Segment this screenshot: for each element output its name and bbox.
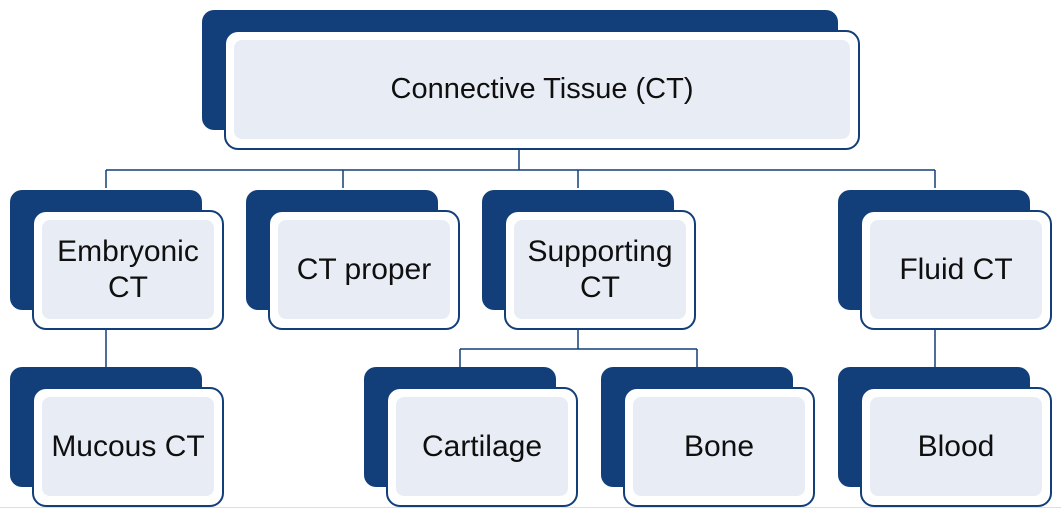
node-supporting-ct-box: Supporting CT (504, 210, 696, 330)
node-ct-proper: CT proper (246, 190, 460, 330)
node-ct-proper-label: CT proper (278, 220, 450, 319)
node-fluid-ct-label: Fluid CT (870, 220, 1042, 319)
node-mucous-ct-box: Mucous CT (32, 387, 224, 507)
node-cartilage-box: Cartilage (386, 387, 578, 507)
node-embryonic-ct-box: Embryonic CT (32, 210, 224, 330)
node-bone-box: Bone (623, 387, 815, 507)
node-root: Connective Tissue (CT) (202, 10, 860, 150)
node-bone-label: Bone (633, 397, 805, 496)
node-ct-proper-box: CT proper (268, 210, 460, 330)
node-blood-label: Blood (870, 397, 1042, 496)
node-root-box: Connective Tissue (CT) (224, 30, 860, 150)
node-mucous-ct: Mucous CT (10, 367, 224, 507)
node-cartilage: Cartilage (364, 367, 578, 507)
node-fluid-ct-box: Fluid CT (860, 210, 1052, 330)
node-fluid-ct: Fluid CT (838, 190, 1052, 330)
node-root-label: Connective Tissue (CT) (234, 40, 850, 139)
node-cartilage-label: Cartilage (396, 397, 568, 496)
node-supporting-ct-label: Supporting CT (514, 220, 686, 319)
node-mucous-ct-label: Mucous CT (42, 397, 214, 496)
node-bone: Bone (601, 367, 815, 507)
node-supporting-ct: Supporting CT (482, 190, 696, 330)
node-embryonic-ct-label: Embryonic CT (42, 220, 214, 319)
node-embryonic-ct: Embryonic CT (10, 190, 224, 330)
footer-divider (0, 507, 1061, 508)
node-blood-box: Blood (860, 387, 1052, 507)
node-blood: Blood (838, 367, 1052, 507)
